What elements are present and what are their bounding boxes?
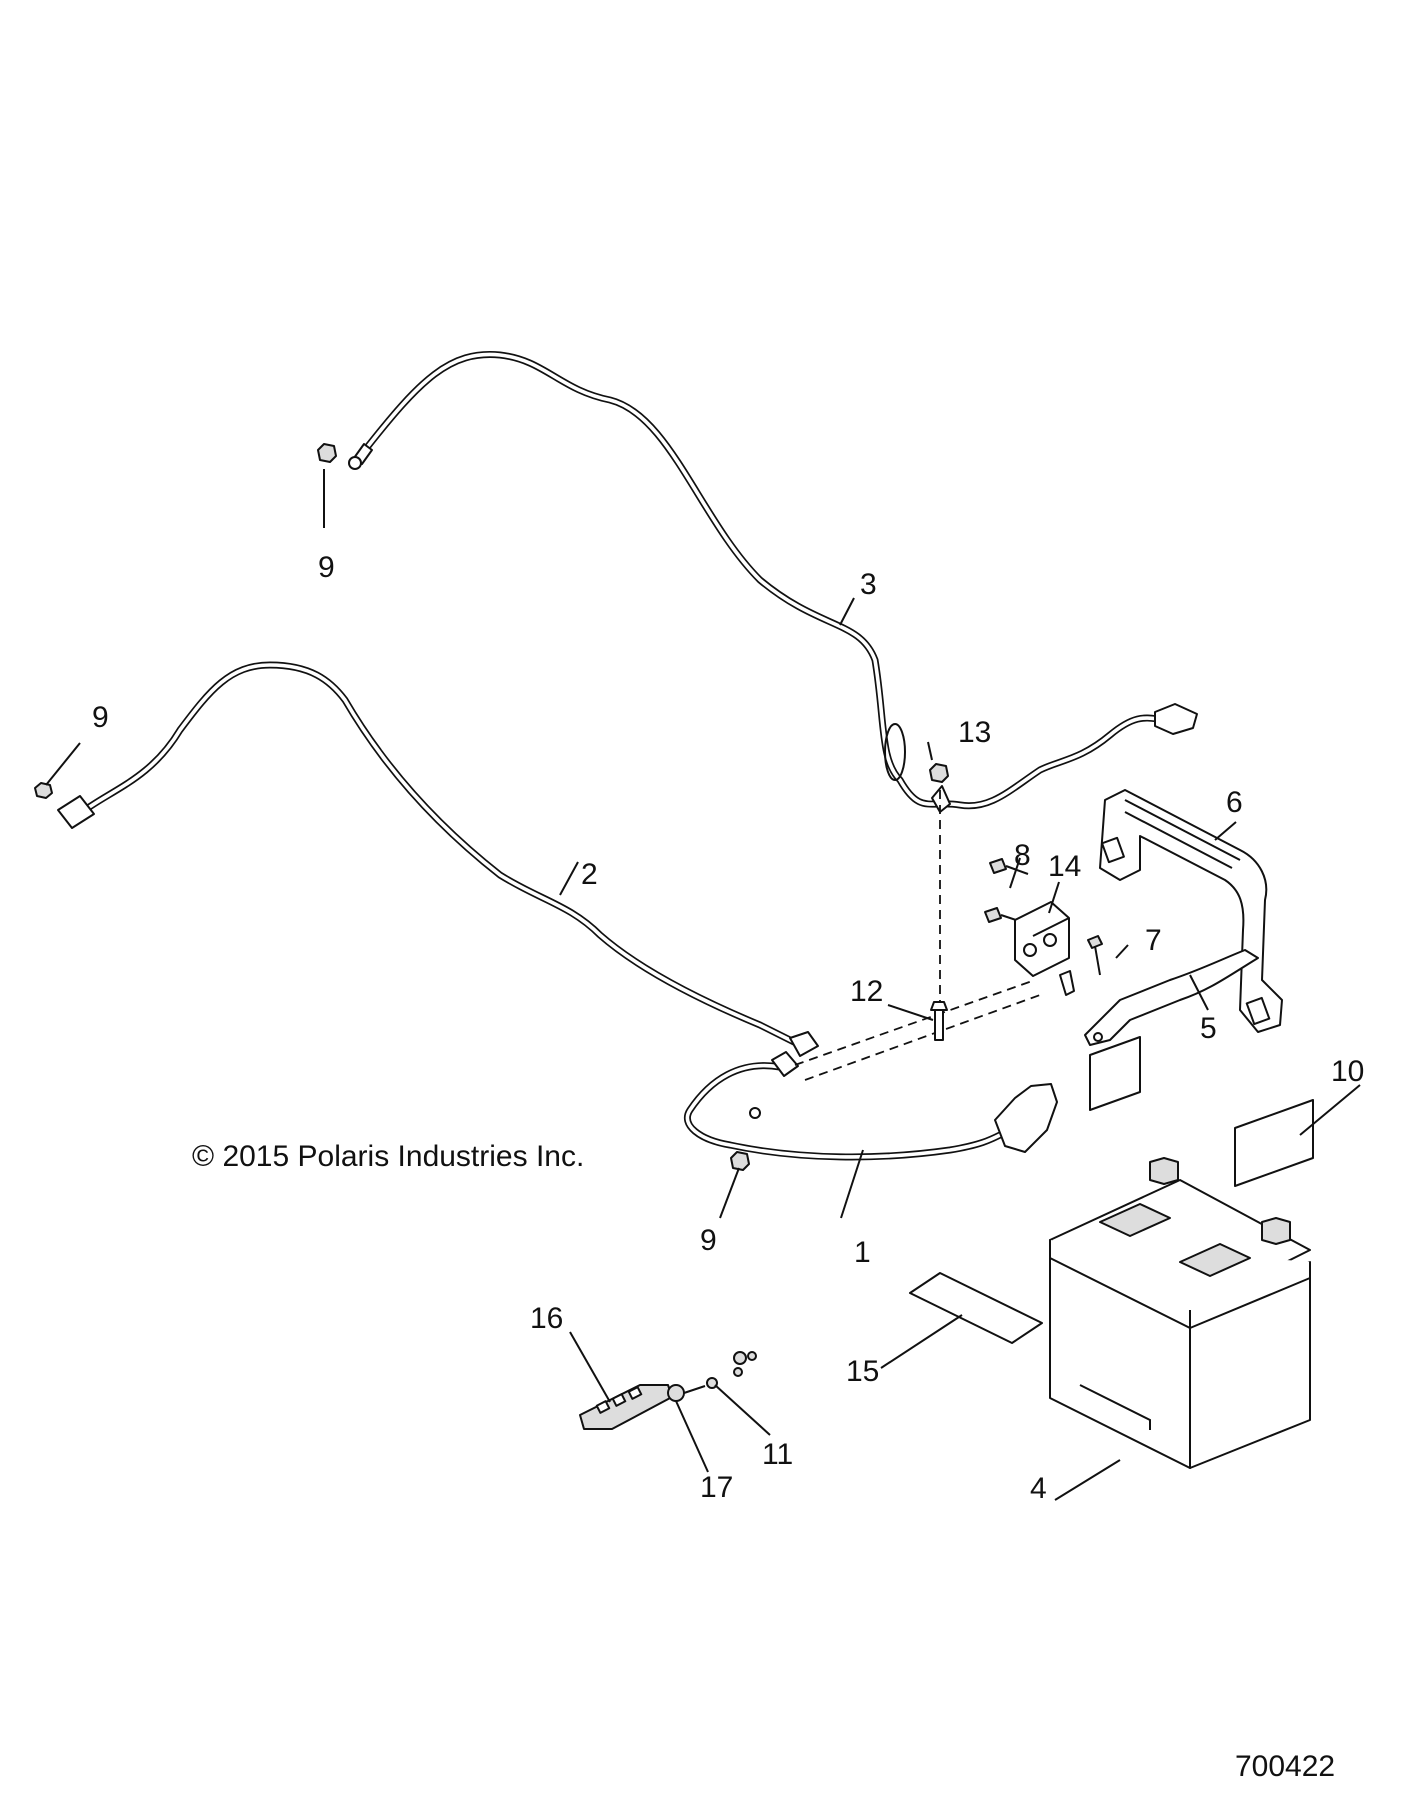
callout-13: 13 bbox=[958, 716, 991, 749]
callout-3: 3 bbox=[860, 568, 877, 601]
callout-9-top: 9 bbox=[318, 551, 335, 584]
nut-9-bottom bbox=[730, 1151, 750, 1171]
callout-2: 2 bbox=[581, 858, 598, 891]
callout-12: 12 bbox=[850, 975, 883, 1008]
callout-7: 7 bbox=[1145, 924, 1162, 957]
callout-16: 16 bbox=[530, 1302, 563, 1335]
callout-9-left: 9 bbox=[92, 701, 109, 734]
bracket-5 bbox=[1084, 949, 1259, 1046]
fastener-11 bbox=[706, 1351, 757, 1389]
callout-10: 10 bbox=[1331, 1055, 1364, 1088]
callout-6: 6 bbox=[1226, 786, 1243, 819]
callout-5: 5 bbox=[1200, 1012, 1217, 1045]
strap-6 bbox=[1099, 789, 1283, 1033]
callout-1: 1 bbox=[854, 1236, 871, 1269]
callout-11: 11 bbox=[762, 1438, 793, 1471]
leader-lines bbox=[45, 469, 1361, 1501]
bolt-7 bbox=[1087, 935, 1103, 976]
label-sticker-a bbox=[1089, 1036, 1141, 1111]
battery-4 bbox=[1049, 1157, 1311, 1469]
cable-3 bbox=[348, 350, 1198, 813]
callout-9-bottom: 9 bbox=[700, 1224, 717, 1257]
callout-17: 17 bbox=[700, 1471, 733, 1504]
fuse-block-16 bbox=[579, 1384, 673, 1430]
stud-12 bbox=[930, 1001, 948, 1041]
callout-8: 8 bbox=[1014, 839, 1031, 872]
figure-number: 700422 bbox=[1235, 1750, 1335, 1783]
copyright-text: © 2015 Polaris Industries Inc. bbox=[192, 1140, 584, 1173]
nut-9-left bbox=[34, 782, 53, 799]
nut-9-top bbox=[317, 443, 337, 463]
cable-1 bbox=[684, 1051, 1058, 1161]
solenoid-14 bbox=[1014, 901, 1075, 996]
fastener-17 bbox=[667, 1384, 706, 1402]
callout-14: 14 bbox=[1048, 850, 1081, 883]
callout-4: 4 bbox=[1030, 1472, 1047, 1505]
callout-15: 15 bbox=[846, 1355, 879, 1388]
cable-2 bbox=[57, 661, 819, 1057]
nut-13 bbox=[929, 763, 949, 783]
label-sticker-15 bbox=[909, 1272, 1043, 1344]
label-sticker-10 bbox=[1234, 1099, 1314, 1187]
assembly-lines bbox=[794, 790, 1041, 1081]
